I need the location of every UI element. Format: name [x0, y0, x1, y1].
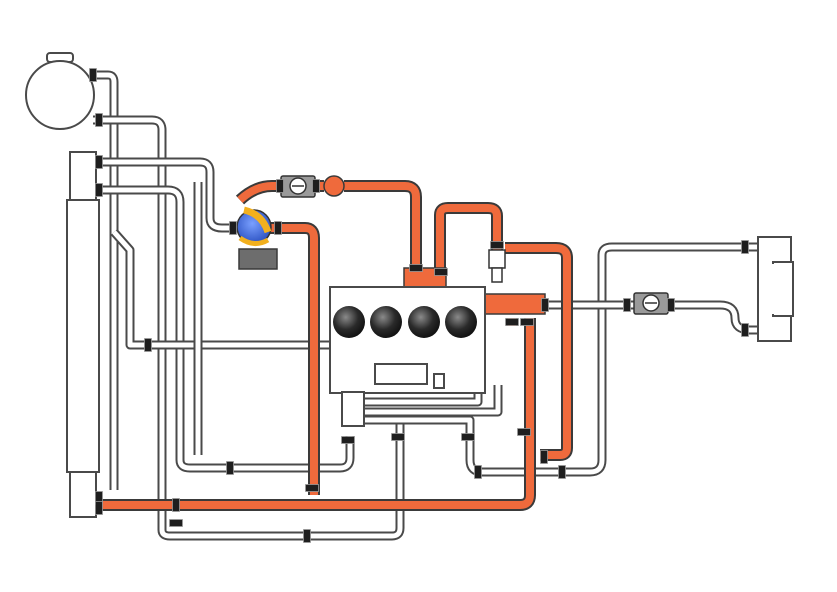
hose-clamp-14	[391, 433, 405, 441]
hot-hose-7-core	[505, 244, 571, 459]
thermostat-icon	[488, 249, 506, 283]
hot-hose-4-core	[344, 182, 420, 272]
hose-clamp-10	[226, 461, 234, 475]
hose-clamp-22	[667, 298, 675, 312]
hose-clamps	[89, 68, 749, 543]
hot-hose-2-core	[237, 182, 281, 203]
hose-clamp-24	[741, 323, 749, 337]
hose-clamp-12	[303, 529, 311, 543]
cold-hose-2-core	[93, 117, 403, 539]
cylinder-2	[370, 306, 402, 338]
hose-clamp-19	[558, 465, 566, 479]
cold-hose-3	[99, 157, 238, 233]
hose-clamp-2	[95, 113, 103, 127]
hose-clamp-30	[434, 268, 448, 276]
hot-manifold-2	[484, 293, 546, 315]
motor-icon	[238, 248, 278, 270]
cold-hose-8-core	[364, 385, 501, 415]
hose-clamp-15	[461, 433, 475, 441]
valve-icon	[280, 175, 316, 198]
hose-clamp-1	[89, 68, 97, 82]
hose-clamp-21	[623, 298, 631, 312]
hose-clamp-26	[274, 221, 282, 235]
valve-icon	[633, 292, 669, 315]
hose-clamp-25	[229, 221, 237, 235]
cold-hose-5-core	[112, 230, 378, 348]
engine-cylinders	[333, 306, 477, 338]
hot-hose-4	[344, 180, 422, 272]
cold-hose-1-core	[93, 72, 117, 490]
hose-clamp-8	[172, 498, 180, 512]
pump-icon	[236, 206, 272, 246]
hose-clamp-20	[541, 298, 549, 312]
hose-clamp-7	[144, 338, 152, 352]
fitting-hot	[323, 175, 345, 197]
hose-clamp-17	[540, 450, 548, 464]
radiator-icon	[66, 151, 100, 518]
hose-clamp-28	[312, 179, 320, 193]
hot-hose-1-core	[99, 318, 534, 509]
heater-icon	[757, 236, 794, 342]
hose-clamp-3	[95, 155, 103, 169]
hose-clamp-11	[305, 484, 319, 492]
hose-clamp-27	[276, 179, 284, 193]
cold-hose-9-core	[364, 244, 758, 475]
engine-icon	[329, 286, 486, 427]
hose-clamp-18	[474, 465, 482, 479]
hose-clamp-23	[741, 240, 749, 254]
cold-hose-3-core	[99, 159, 238, 231]
cylinder-1	[333, 306, 365, 338]
cylinder-3	[408, 306, 440, 338]
hot-hose-6-core	[436, 204, 501, 272]
tank-icon	[25, 52, 95, 130]
hose-clamp-33	[520, 318, 534, 326]
hot-hose-5-core	[270, 224, 318, 495]
hose-clamp-31	[490, 241, 504, 249]
cylinder-4	[445, 306, 477, 338]
hose-clamp-16	[517, 428, 531, 436]
hose-clamp-29	[409, 264, 423, 272]
hose-clamp-13	[341, 436, 355, 444]
cold-hose-4-core	[99, 187, 353, 471]
hose-clamp-6	[95, 501, 103, 515]
hose-clamp-32	[505, 318, 519, 326]
hose-clamp-9	[169, 519, 183, 527]
hose-clamp-4	[95, 183, 103, 197]
